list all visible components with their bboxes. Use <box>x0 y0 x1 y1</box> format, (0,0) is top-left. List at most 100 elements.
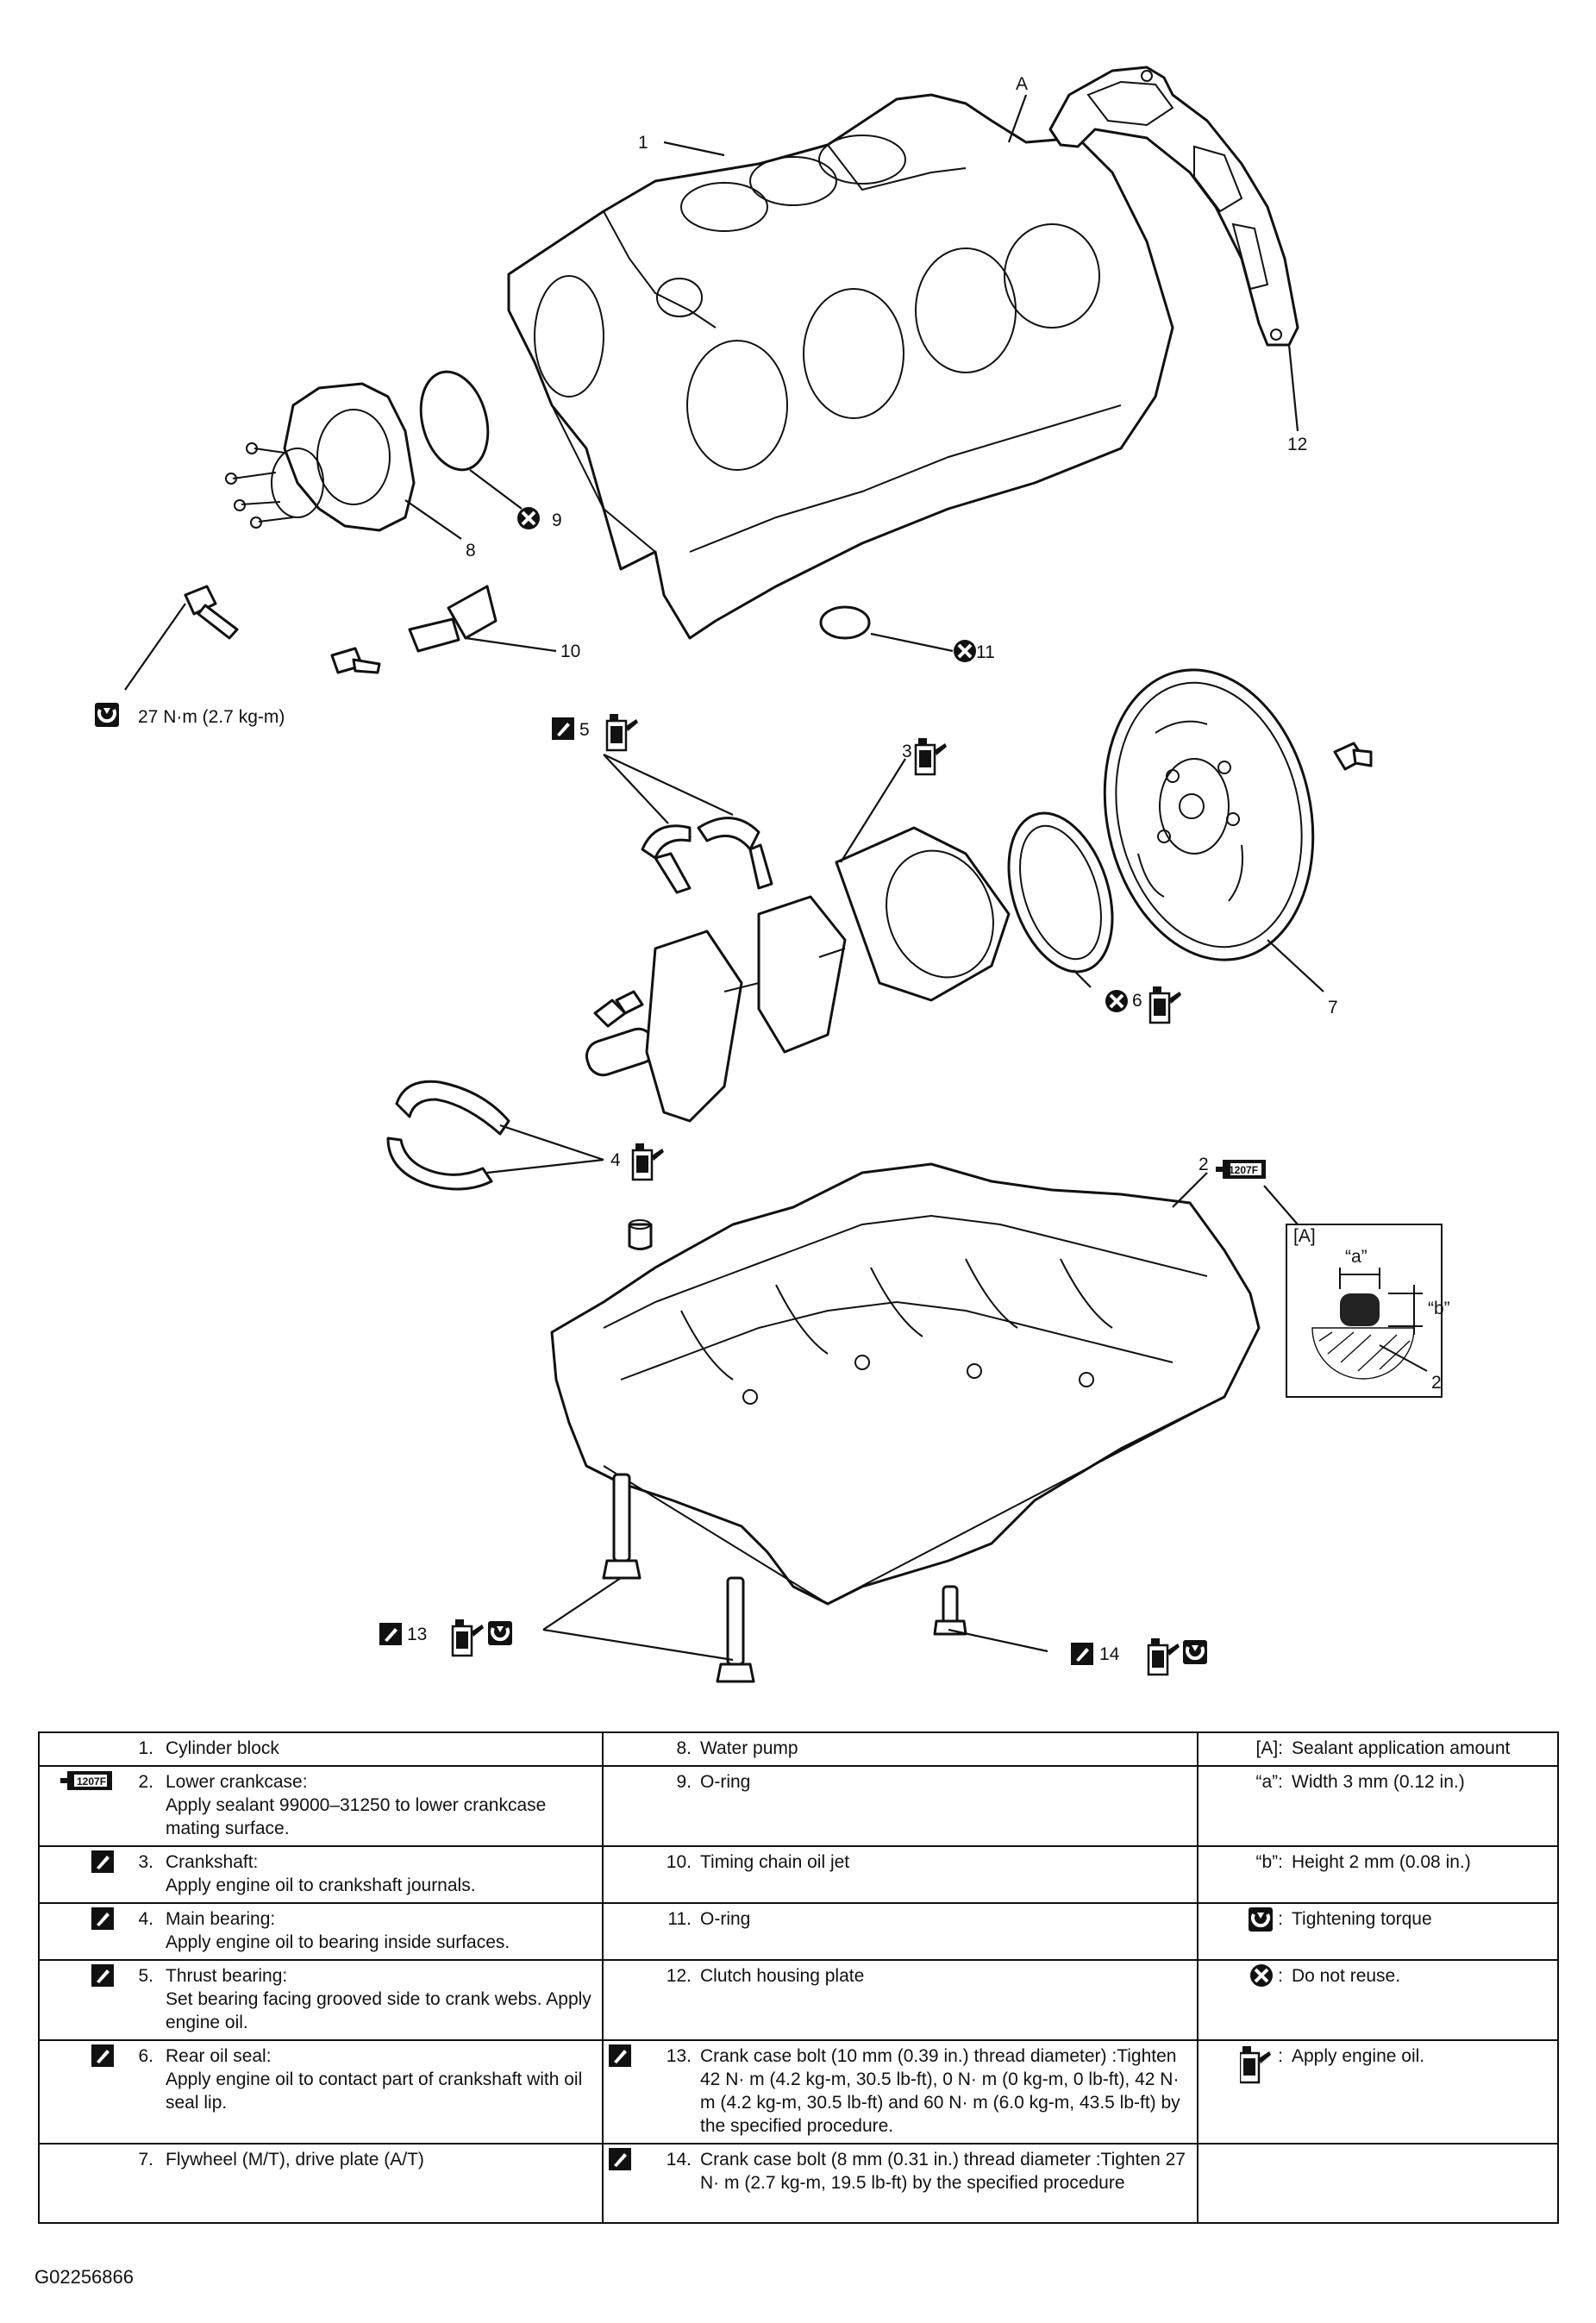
tightening-torque-icon <box>93 701 121 729</box>
thrust-bearing <box>641 817 773 894</box>
callout-1: 1 <box>638 133 648 153</box>
legend-num: 7. <box>138 2150 153 2170</box>
tightening-torque-icon <box>1249 1907 1274 1932</box>
detail-a-label: [A] <box>1293 1226 1316 1246</box>
oil-can-icon <box>914 736 948 776</box>
apply-oil-brush-icon <box>609 2044 631 2067</box>
legend-cell: 1.Cylinder block <box>38 1731 604 1767</box>
legend-item-name: Main bearing: <box>166 1909 276 1929</box>
callout-12: 12 <box>1287 435 1307 454</box>
dowel-pin <box>628 1219 653 1250</box>
legend-item-name: O-ring <box>700 1772 751 1792</box>
clutch-housing-plate <box>1048 66 1299 347</box>
legend-cell: 14. Crank case bolt (8 mm (0.31 in.) thre… <box>602 2143 1199 2224</box>
callout-5: 5 <box>579 720 590 740</box>
legend-cell <box>1197 2143 1559 2224</box>
rear-oil-seal <box>1007 811 1114 974</box>
legend-key: : <box>1278 1909 1283 1929</box>
legend-item-note: Apply engine oil to bearing inside surfa… <box>166 1932 510 1952</box>
legend-key-text: Apply engine oil. <box>1292 2046 1425 2066</box>
legend-num: 1. <box>138 1738 153 1758</box>
crankshaft <box>585 826 1011 1123</box>
detail-a-part-label: 2 <box>1431 1373 1442 1393</box>
leader-lines <box>124 94 1324 1662</box>
legend-num: 6. <box>138 2046 153 2066</box>
legend-cell: 13. Crank case bolt (10 mm (0.39 in.) thr… <box>602 2039 1199 2145</box>
sealant-code-label: 1207F <box>1229 1164 1258 1176</box>
water-pump <box>225 382 416 532</box>
legend-key: [A]: <box>1255 1738 1283 1758</box>
figure-id: G02256866 <box>34 2266 134 2288</box>
legend-table: 1.Cylinder block 8.Water pump [A]:Sealan… <box>38 1731 1559 2224</box>
legend-item-name: Crank case bolt (8 mm (0.31 in.) thread … <box>700 2150 1186 2193</box>
legend-item-note: Set bearing facing grooved side to crank… <box>166 1989 591 2032</box>
legend-cell: “b”:Height 2 mm (0.08 in.) <box>1197 1845 1559 1904</box>
legend-key-text: Width 3 mm (0.12 in.) <box>1292 1772 1465 1792</box>
do-not-reuse-icon <box>1104 988 1130 1014</box>
oil-can-icon <box>1148 985 1183 1024</box>
legend-cell: 12. Clutch housing plate <box>602 1959 1199 2041</box>
apply-oil-brush-icon <box>379 1623 402 1645</box>
legend-cell: 4.Main bearing:Apply engine oil to beari… <box>38 1902 604 1961</box>
legend-num: 10. <box>666 1852 692 1872</box>
timing-chain-oil-jet <box>330 585 498 674</box>
apply-oil-brush-icon <box>91 1964 114 1987</box>
o-ring-11 <box>819 605 871 640</box>
callout-14: 14 <box>1099 1644 1120 1664</box>
flywheel-bolt <box>1333 742 1373 771</box>
callout-a: A <box>1016 74 1028 94</box>
callout-6: 6 <box>1132 991 1142 1011</box>
legend-item-name: Crankshaft: <box>166 1852 259 1872</box>
legend-num: 8. <box>676 1738 692 1758</box>
flywheel <box>1103 668 1315 961</box>
legend-item-name: O-ring <box>700 1909 751 1929</box>
detail-a-width-label: “a” <box>1345 1247 1368 1267</box>
legend-item-name: Water pump <box>700 1738 798 1758</box>
legend-key-text: Do not reuse. <box>1292 1966 1401 1986</box>
apply-oil-brush-icon <box>609 2148 631 2170</box>
legend-item-name: Clutch housing plate <box>700 1966 865 1986</box>
legend-item-note: Apply engine oil to contact part of cran… <box>166 2069 583 2113</box>
legend-item-name: Crank case bolt (10 mm (0.39 in.) thread… <box>700 2046 1180 2136</box>
legend-item-name: Rear oil seal: <box>166 2046 272 2066</box>
legend-cell: : Apply engine oil. <box>1197 2039 1559 2145</box>
callout-7: 7 <box>1328 998 1338 1017</box>
legend-num: 5. <box>138 1966 153 1986</box>
legend-cell: 10.Timing chain oil jet <box>602 1845 1199 1904</box>
legend-key: : <box>1278 2046 1283 2066</box>
legend-item-note: Apply sealant 99000–31250 to lower crank… <box>166 1795 547 1838</box>
cylinder-block <box>507 93 1174 640</box>
sealant-code-label: 1207F <box>77 1775 106 1788</box>
legend-cell: 11. O-ring <box>602 1902 1199 1961</box>
apply-oil-brush-icon <box>91 1907 114 1930</box>
legend-num: 14. <box>666 2150 692 2170</box>
legend-num: 3. <box>138 1852 153 1872</box>
sealant-tube-icon: 1207F <box>60 1771 112 1790</box>
detail-a-height-label: “b” <box>1428 1299 1450 1318</box>
legend-cell: :Tightening torque <box>1197 1902 1559 1961</box>
apply-oil-brush-icon <box>552 717 574 740</box>
oil-can-icon <box>1147 1637 1181 1676</box>
legend-num: 12. <box>666 1966 692 1986</box>
detail-a-box <box>1286 1224 1443 1398</box>
apply-oil-brush-icon <box>91 1850 114 1873</box>
tightening-torque-icon <box>486 1619 514 1647</box>
legend-cell: 6. Rear oil seal: Apply engine oil to cont… <box>38 2039 604 2145</box>
callout-3: 3 <box>902 742 912 761</box>
legend-cell: “a”:Width 3 mm (0.12 in.) <box>1197 1765 1559 1847</box>
tightening-torque-icon <box>1181 1638 1209 1666</box>
legend-key: : <box>1278 1966 1283 1986</box>
legend-item-name: Flywheel (M/T), drive plate (A/T) <box>166 2150 424 2170</box>
legend-item-note: Apply engine oil to crankshaft journals. <box>166 1875 476 1895</box>
callout-8: 8 <box>466 541 476 560</box>
callout-2: 2 <box>1199 1155 1209 1174</box>
legend-num: 13. <box>666 2046 692 2066</box>
callout-labels: 1 A 12 8 9 10 11 5 3 6 7 4 2 13 14 27 N·… <box>138 74 1450 1664</box>
oil-can-icon <box>1240 2046 1272 2084</box>
oil-can-icon <box>631 1142 666 1181</box>
crank-case-bolt-13 <box>602 1473 755 1683</box>
oil-can-icon <box>451 1618 485 1657</box>
apply-oil-brush-icon <box>91 2044 114 2067</box>
legend-num: 11. <box>667 1909 692 1929</box>
